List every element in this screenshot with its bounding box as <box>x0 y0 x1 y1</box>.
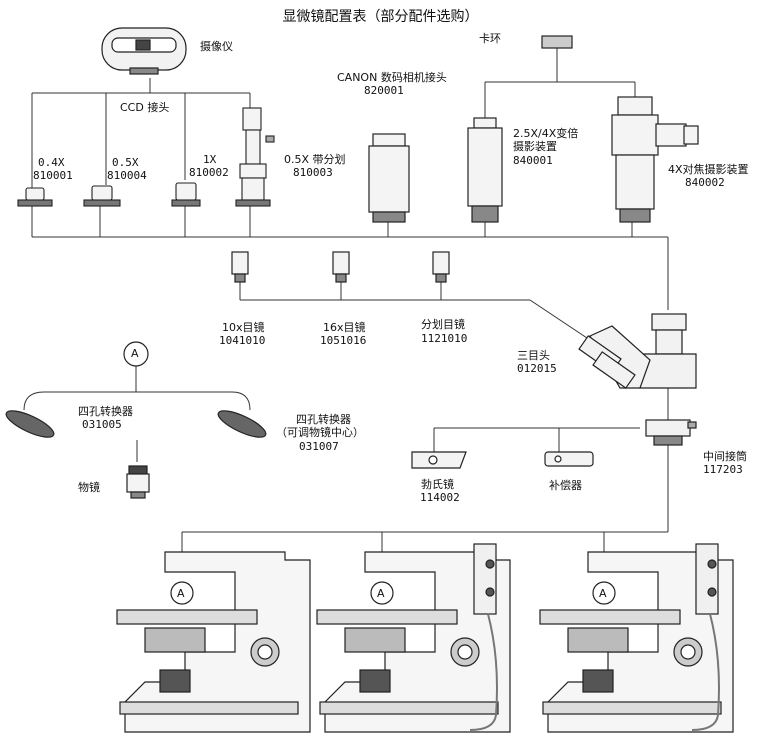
a-marker-top: A <box>131 347 139 360</box>
canon-adapter-name: CANON 数码相机接头 <box>337 71 447 84</box>
zoom-device-name-1: 2.5X/4X变倍 <box>513 127 579 140</box>
a-marker-scope-2: A <box>377 587 385 600</box>
compensator-label: 补偿器 <box>549 479 582 492</box>
adapter-05-name: 0.5X <box>112 156 139 169</box>
bertrand-lens-name: 勃氏镜 <box>421 478 454 491</box>
adapter-1x-code: 810002 <box>189 166 229 179</box>
camera-label: 摄像仪 <box>200 40 233 53</box>
reticle-eyepiece-code: 1121010 <box>421 332 468 345</box>
eyepiece-10x-code: 1041010 <box>219 334 266 347</box>
canon-adapter-code: 820001 <box>364 84 404 97</box>
objective-label: 物镜 <box>78 481 100 494</box>
eyepiece-16x-name: 16x目镜 <box>323 321 366 334</box>
nosepiece-code: 031005 <box>82 418 122 431</box>
focus-device-code: 840002 <box>685 176 725 189</box>
reticle-eyepiece-name: 分划目镜 <box>421 318 465 331</box>
focus-device-name: 4X对焦摄影装置 <box>668 163 749 176</box>
zoom-device-code: 840001 <box>513 154 553 167</box>
a-marker-scope-3: A <box>599 587 607 600</box>
nosepiece-name: 四孔转换器 <box>78 405 133 418</box>
centerable-nosepiece-code: 031007 <box>299 440 339 453</box>
eyepiece-10x-name: 10x目镜 <box>222 321 265 334</box>
eyepiece-16x-code: 1051016 <box>320 334 367 347</box>
centerable-nosepiece-name: 四孔转换器 <box>296 413 351 426</box>
split-adapter-code: 810003 <box>293 166 333 179</box>
ring-label: 卡环 <box>479 32 501 45</box>
bertrand-lens-code: 114002 <box>420 491 460 504</box>
adapter-04-code: 810001 <box>33 169 73 182</box>
trinocular-head-name: 三目头 <box>517 349 550 362</box>
intermediate-tube-name: 中间接筒 <box>703 450 747 463</box>
centerable-nosepiece-note: （可调物镜中心） <box>276 426 364 439</box>
adapter-1x-name: 1X <box>203 153 217 166</box>
zoom-device-name-2: 摄影装置 <box>513 140 557 153</box>
adapter-04-name: 0.4X <box>38 156 65 169</box>
intermediate-tube-code: 117203 <box>703 463 743 476</box>
a-marker-scope-1: A <box>177 587 185 600</box>
split-adapter-name: 0.5X 带分划 <box>284 153 346 166</box>
ccd-label: CCD 接头 <box>120 101 170 114</box>
page-title: 显微镜配置表（部分配件选购） <box>282 9 479 25</box>
trinocular-head-code: 012015 <box>517 362 557 375</box>
adapter-05-code: 810004 <box>107 169 147 182</box>
